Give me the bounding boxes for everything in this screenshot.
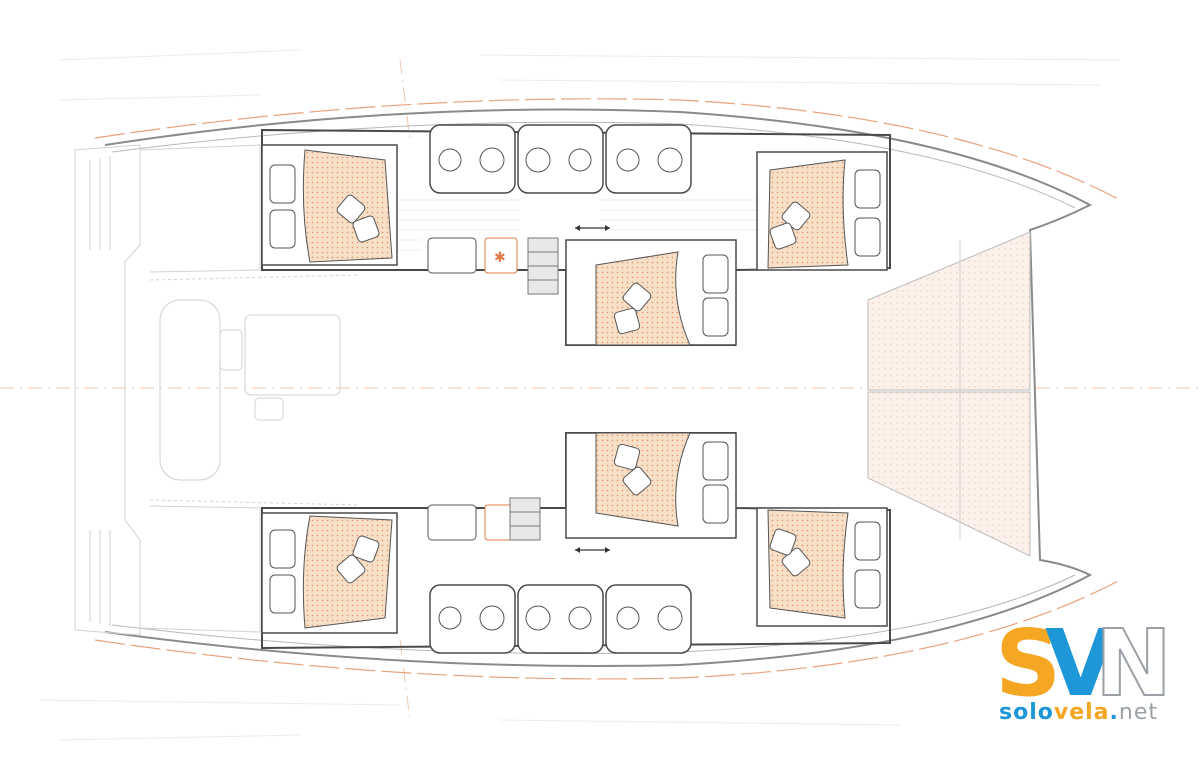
- trampoline: [867, 231, 1031, 557]
- watermark-logo: S V N solovela.net: [995, 610, 1185, 728]
- hull-accent-lines: [94, 98, 1121, 680]
- logo-word-net: net: [1118, 700, 1158, 725]
- logo-letter-v: V: [1045, 610, 1117, 717]
- background-sketch: [39, 49, 1121, 741]
- logo-letter-s: S: [995, 610, 1061, 717]
- upper-hull-interior: ✱: [261, 124, 891, 346]
- lower-hull-interior: [261, 432, 891, 654]
- svg-text:✱: ✱: [494, 250, 506, 266]
- logo-dot: .: [1109, 700, 1119, 725]
- logo-wordmark: solovela.net: [999, 700, 1158, 725]
- logo-letter-n: N: [1094, 610, 1173, 717]
- logo-word-vela: vela: [1053, 700, 1110, 725]
- logo-word-solo: solo: [999, 700, 1054, 725]
- cockpit-area: [74, 144, 361, 636]
